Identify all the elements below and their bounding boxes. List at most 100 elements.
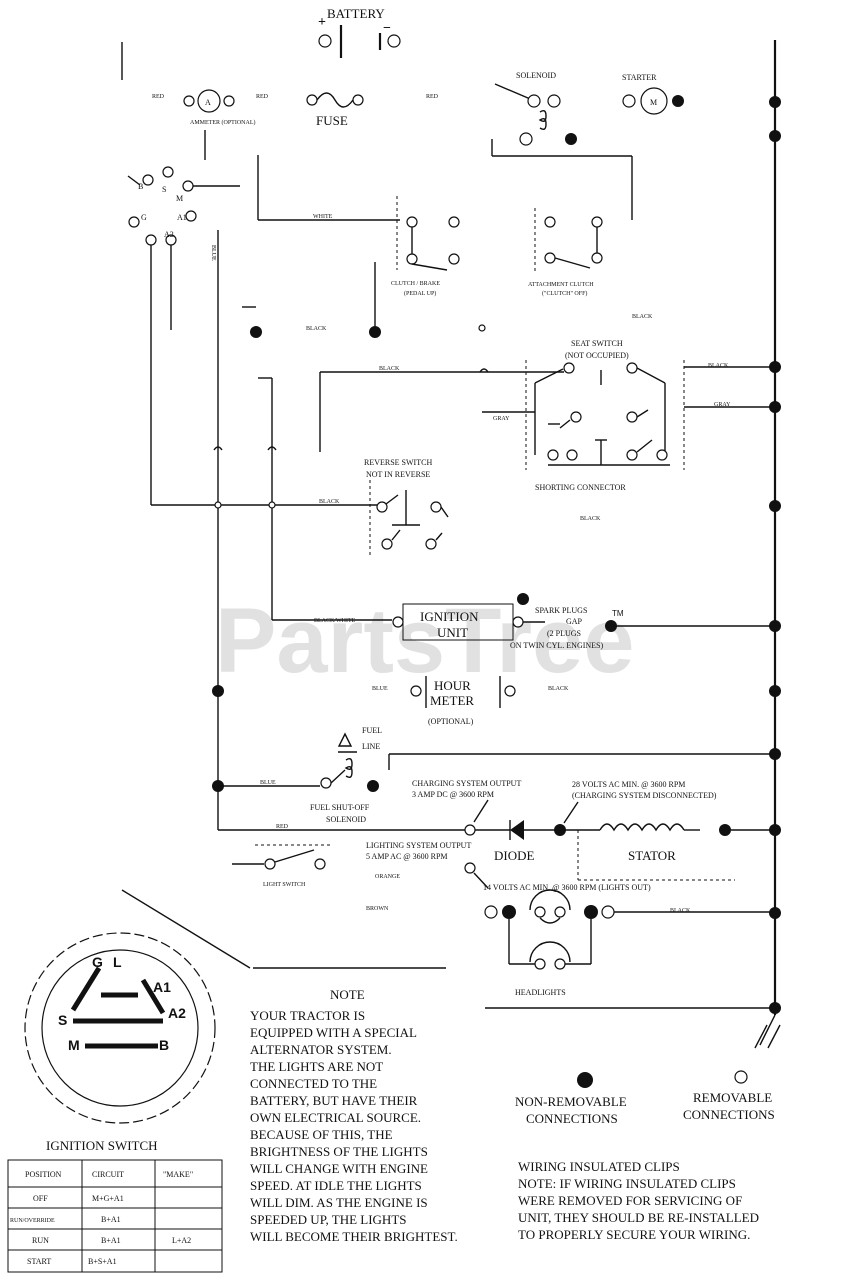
ammeter: A AMMETER (OPTIONAL) — [183, 89, 256, 126]
spark-plugs-label-2: GAP — [566, 617, 583, 626]
crossovers — [213, 377, 277, 620]
table-cell: RUN/OVERRIDE — [10, 1218, 55, 1224]
note-line: SPEEDED UP, THE LIGHTS — [250, 1212, 407, 1227]
wire-color-blue-3: BLUE — [260, 780, 276, 786]
seat-switch: SEAT SWITCH (NOT OCCUPIED) SHORTING CONN… — [525, 339, 685, 492]
stator-label: STATOR — [628, 848, 676, 863]
terminal-m: M — [68, 1037, 80, 1053]
wire-color-black-1: BLACK — [632, 314, 653, 320]
fuse: FUSE — [306, 92, 364, 128]
legend-non-removable-1: NON-REMOVABLE — [515, 1094, 627, 1109]
watermark: PartsTree — [215, 590, 634, 692]
charging-system: RED CHARGING SYSTEM OUTPUT 3 AMP DC @ 36… — [218, 779, 775, 881]
terminal-l: L — [113, 954, 122, 970]
wire-color-black-6: BLACK — [319, 499, 340, 505]
fuel-line-label-1: FUEL — [362, 726, 382, 735]
fuel-solenoid-label-2: SOLENOID — [326, 815, 366, 824]
ignition-switch-diagram: G L A1 A2 S M B IGNITION SWITCH — [24, 889, 446, 1153]
fuel-solenoid-label-1: FUEL SHUT-OFF — [310, 803, 370, 812]
wire-color-black-4: BLACK — [708, 363, 729, 369]
clutch-brake-label-1: CLUTCH / BRAKE — [391, 281, 440, 287]
legend-non-removable-2: CONNECTIONS — [526, 1111, 618, 1126]
starter-symbol: M — [650, 98, 657, 107]
attachment-clutch-switch: ATTACHMENT CLUTCH ("CLUTCH" OFF) — [528, 208, 603, 297]
ignition-switch-table: POSITION CIRCUIT "MAKE" OFF M+G+A1 RUN/O… — [7, 1159, 223, 1273]
note-line: ALTERNATOR SYSTEM. — [250, 1042, 392, 1057]
note-line: THE LIGHTS ARE NOT — [250, 1059, 383, 1074]
wire-color-orange: ORANGE — [375, 874, 400, 880]
wire-color-red-4: RED — [276, 824, 289, 830]
volts-28-label-2: (CHARGING SYSTEM DISCONNECTED) — [572, 791, 717, 800]
hour-meter-label-1: HOUR — [434, 678, 471, 693]
clips-note: WIRING INSULATED CLIPS NOTE: IF WIRING I… — [518, 1159, 759, 1242]
charging-output-label-1: CHARGING SYSTEM OUTPUT — [412, 779, 521, 788]
note-line: OWN ELECTRICAL SOURCE. — [250, 1110, 421, 1125]
solenoid: SOLENOID — [491, 71, 632, 157]
seat-switch-label-1: SEAT SWITCH — [571, 339, 623, 348]
charging-output-label-2: 3 AMP DC @ 3600 RPM — [412, 790, 494, 799]
battery: BATTERY + − — [318, 6, 401, 58]
ignition-unit-label-1: IGNITION — [420, 609, 479, 624]
wire-color-black-7: BLACK — [548, 686, 569, 692]
ammeter-label: AMMETER (OPTIONAL) — [190, 119, 256, 126]
svg-text:M: M — [176, 194, 183, 203]
svg-text:G: G — [141, 213, 147, 222]
legend-removable-1: REMOVABLE — [693, 1090, 772, 1105]
battery-plus: + — [318, 15, 326, 30]
light-switch-label: LIGHT SWITCH — [263, 882, 306, 888]
table-cell: B+A1 — [101, 1236, 121, 1245]
removable-symbol — [734, 1070, 748, 1084]
note-line: YOUR TRACTOR IS — [250, 1008, 365, 1023]
svg-text:A1: A1 — [177, 213, 187, 222]
svg-text:A2: A2 — [164, 230, 174, 239]
note-line: BECAUSE OF THIS, THE — [250, 1127, 393, 1142]
lighting-output-label-1: LIGHTING SYSTEM OUTPUT — [366, 841, 471, 850]
headlights: HEADLIGHTS — [484, 889, 775, 997]
clutch-brake-label-2: (PEDAL UP) — [404, 290, 436, 297]
ignition-unit-label-2: UNIT — [437, 625, 468, 640]
note-line: BRIGHTNESS OF THE LIGHTS — [250, 1144, 428, 1159]
lighting-output: LIGHTING SYSTEM OUTPUT 5 AMP AC @ 3600 R… — [366, 841, 651, 892]
table-cell: B+A1 — [101, 1215, 121, 1224]
note-line: WILL DIM. AS THE ENGINE IS — [250, 1195, 428, 1210]
wire-color-red-3: RED — [426, 94, 439, 100]
solenoid-label: SOLENOID — [516, 71, 556, 80]
fuse-label: FUSE — [316, 113, 348, 128]
table-cell: RUN — [32, 1236, 49, 1245]
table-header-circuit: CIRCUIT — [92, 1170, 124, 1179]
light-switch: LIGHT SWITCH — [232, 844, 333, 888]
legend-removable-2: CONNECTIONS — [683, 1107, 775, 1122]
wire-color-red-2: RED — [256, 94, 269, 100]
starter-label: STARTER — [622, 73, 657, 82]
note-line: WILL CHANGE WITH ENGINE — [250, 1161, 428, 1176]
wire-color-black-3: BLACK — [379, 366, 400, 372]
wire-color-black-8: BLACK — [670, 908, 691, 914]
ignition-switch-terminals: B S M G A1 A2 — [127, 166, 240, 505]
terminal-s: S — [58, 1012, 67, 1028]
table-cell: B+S+A1 — [88, 1257, 117, 1266]
note-line: SPEED. AT IDLE THE LIGHTS — [250, 1178, 422, 1193]
volts-14-label: 14 VOLTS AC MIN. @ 3600 RPM (LIGHTS OUT) — [483, 883, 651, 892]
table-header-make: "MAKE" — [163, 1170, 193, 1179]
wire-color-black-5: BLACK — [580, 516, 601, 522]
wire-color-gray-2: GRAY — [493, 416, 510, 422]
wire-color-white: WHITE — [313, 214, 333, 220]
note-line: CONNECTED TO THE — [250, 1076, 377, 1091]
diode-label: DIODE — [494, 848, 534, 863]
note-line: BATTERY, BUT HAVE THEIR — [250, 1093, 418, 1108]
clips-note-line: NOTE: IF WIRING INSULATED CLIPS — [518, 1176, 736, 1191]
reverse-switch: REVERSE SWITCH NOT IN REVERSE — [364, 458, 449, 555]
wire-color-blue-vertical: BLUE — [210, 245, 216, 261]
terminal-b: B — [159, 1037, 169, 1053]
table-cell: L+A2 — [172, 1236, 191, 1245]
note-title: NOTE — [330, 987, 365, 1002]
hour-meter-label-2: METER — [430, 693, 474, 708]
ignition-unit: BLACK/WHITE IGNITION UNIT — [272, 593, 545, 641]
table-header-position: POSITION — [25, 1170, 62, 1179]
svg-text:S: S — [162, 185, 166, 194]
wire-color-black-white: BLACK/WHITE — [314, 618, 356, 624]
clips-note-title: WIRING INSULATED CLIPS — [518, 1159, 680, 1174]
ammeter-symbol: A — [205, 98, 211, 107]
wire-color-blue-2: BLUE — [372, 686, 388, 692]
